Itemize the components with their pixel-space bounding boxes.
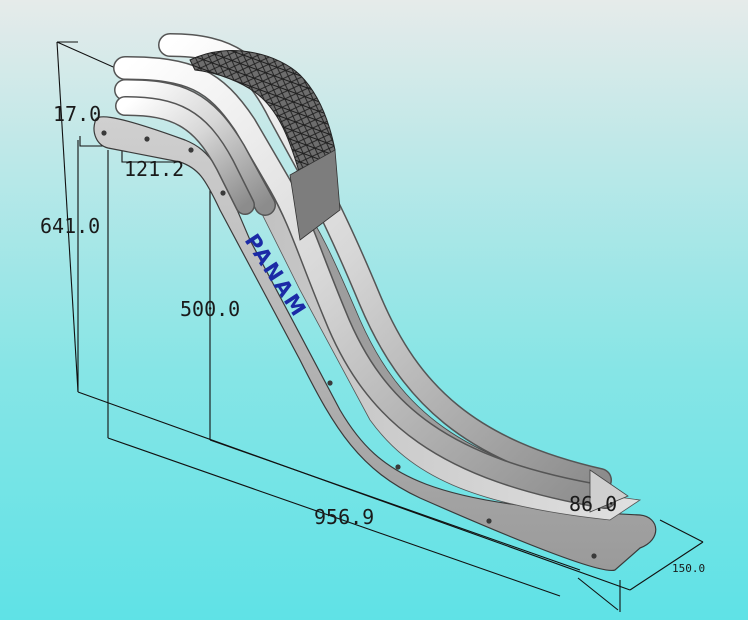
top-panel bbox=[289, 149, 341, 241]
escalator-model[interactable]: PANAM bbox=[93, 33, 657, 571]
dimension-lines bbox=[56, 41, 704, 612]
dim-86-label: 86.0 bbox=[569, 492, 617, 516]
dim-150-label: 150.0 bbox=[672, 562, 705, 575]
handrail-end-cap bbox=[589, 469, 629, 513]
dim-500-label: 500.0 bbox=[180, 297, 240, 321]
dim-956-label: 956.9 bbox=[314, 505, 374, 529]
dim-17-label: 17.0 bbox=[53, 102, 101, 126]
dim-121-label: 121.2 bbox=[124, 157, 184, 181]
dim-641-label: 641.0 bbox=[40, 214, 100, 238]
dimension-labels: 17.0 121.2 641.0 500.0 956.9 86.0 150.0 bbox=[40, 102, 705, 575]
panel-bolts bbox=[101, 130, 597, 559]
handrail-tubes bbox=[113, 33, 617, 509]
